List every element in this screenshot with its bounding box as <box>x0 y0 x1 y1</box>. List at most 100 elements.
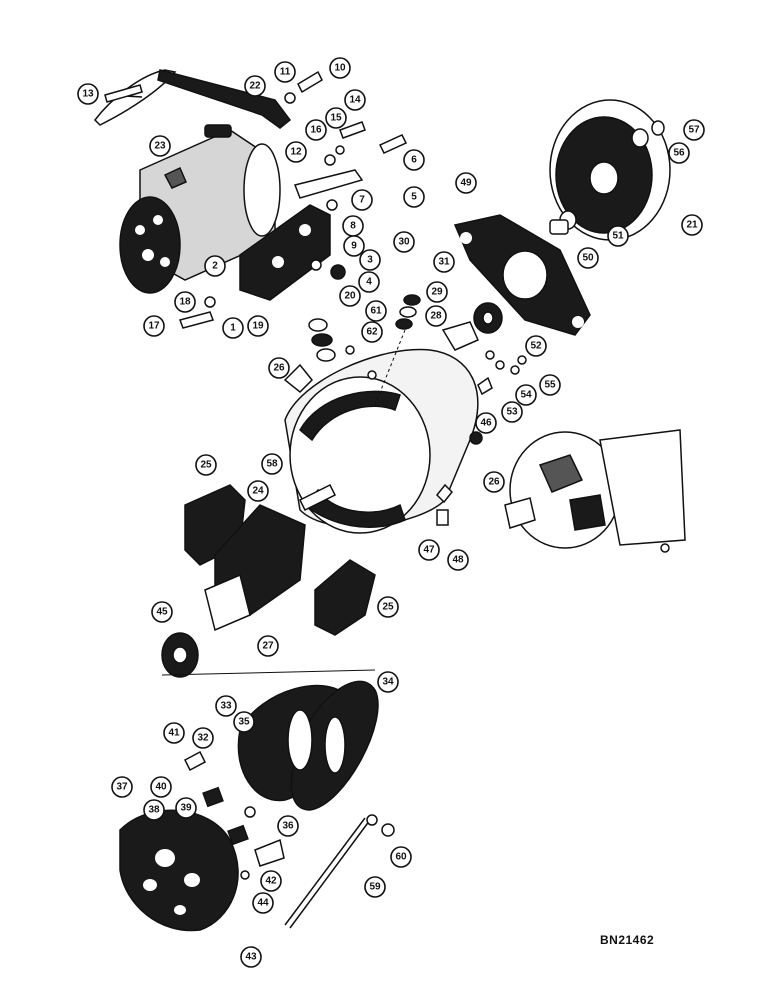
commutator-end-frame <box>119 809 239 932</box>
callout-label: 51 <box>612 231 624 242</box>
callout-35: 35 <box>233 711 255 733</box>
callout-label: 7 <box>359 195 365 206</box>
callout-44: 44 <box>252 892 274 914</box>
callout-43: 43 <box>240 946 262 968</box>
callout-label: 29 <box>431 287 443 298</box>
callout-50: 50 <box>577 247 599 269</box>
callout-3: 3 <box>359 249 381 271</box>
drive-end-frame <box>441 214 591 351</box>
callout-label: 35 <box>238 717 250 728</box>
callout-56: 56 <box>668 142 690 164</box>
callout-label: 45 <box>156 607 168 618</box>
callout-7: 7 <box>351 189 373 211</box>
callout-label: 19 <box>252 321 264 332</box>
callout-60: 60 <box>390 846 412 868</box>
armature <box>161 483 337 678</box>
callout-label: 18 <box>179 297 191 308</box>
callout-11: 11 <box>274 61 296 83</box>
callout-label: 37 <box>116 782 128 793</box>
callout-label: 11 <box>280 67 291 78</box>
callout-6: 6 <box>403 149 425 171</box>
callout-label: 36 <box>282 821 294 832</box>
callout-label: 26 <box>273 363 285 374</box>
callout-36: 36 <box>277 815 299 837</box>
through-bolt <box>284 814 395 929</box>
callout-38: 38 <box>143 799 165 821</box>
callout-label: 56 <box>673 148 685 159</box>
callout-55: 55 <box>539 374 561 396</box>
callout-label: 55 <box>544 380 556 391</box>
callout-10: 10 <box>329 57 351 79</box>
callout-label: 61 <box>370 306 382 317</box>
callout-label: 58 <box>266 459 278 470</box>
callout-label: 52 <box>530 341 542 352</box>
callout-12: 12 <box>285 141 307 163</box>
callout-45: 45 <box>151 601 173 623</box>
callout-23: 23 <box>149 135 171 157</box>
callout-label: 22 <box>249 81 261 92</box>
brush-set <box>184 750 285 880</box>
callout-30: 30 <box>393 231 415 253</box>
callout-label: 54 <box>520 390 532 401</box>
callout-40: 40 <box>150 776 172 798</box>
callout-22: 22 <box>244 75 266 97</box>
callout-label: 13 <box>82 89 94 100</box>
callout-26: 26 <box>483 471 505 493</box>
callout-label: 30 <box>398 237 410 248</box>
commutator-end-assembly <box>504 429 686 553</box>
callout-37: 37 <box>111 776 133 798</box>
bolt-set-top <box>104 70 408 329</box>
callout-label: 24 <box>252 486 264 497</box>
callout-label: 20 <box>344 291 356 302</box>
callout-25: 25 <box>377 596 399 618</box>
callout-9: 9 <box>343 235 365 257</box>
callout-label: 42 <box>265 876 277 887</box>
callout-1: 1 <box>222 317 244 339</box>
callout-2: 2 <box>204 255 226 277</box>
callout-label: 3 <box>367 255 373 266</box>
field-coils <box>161 669 379 811</box>
callout-label: 53 <box>506 407 518 418</box>
pole-shoe-lower <box>314 559 376 636</box>
callout-54: 54 <box>515 384 537 406</box>
callout-label: 44 <box>257 898 269 909</box>
callout-48: 48 <box>447 549 469 571</box>
callout-label: 15 <box>330 113 342 124</box>
callout-49: 49 <box>455 172 477 194</box>
callout-label: 46 <box>480 418 492 429</box>
callout-label: 16 <box>310 125 322 136</box>
callout-label: 23 <box>154 141 166 152</box>
callout-label: 2 <box>212 261 218 272</box>
callout-label: 33 <box>220 701 232 712</box>
callout-47: 47 <box>418 539 440 561</box>
callout-14: 14 <box>344 89 366 111</box>
terminal-stack <box>308 294 421 406</box>
callout-label: 28 <box>430 311 442 322</box>
callout-label: 21 <box>686 220 698 231</box>
callout-58: 58 <box>261 453 283 475</box>
callout-8: 8 <box>342 215 364 237</box>
callout-label: 25 <box>382 602 394 613</box>
callout-46: 46 <box>475 412 497 434</box>
callout-28: 28 <box>425 305 447 327</box>
callout-label: 10 <box>334 63 346 74</box>
hardware-right <box>435 350 527 526</box>
callout-39: 39 <box>175 797 197 819</box>
callout-label: 27 <box>262 641 274 652</box>
callout-label: 50 <box>582 253 594 264</box>
callout-19: 19 <box>247 315 269 337</box>
callout-41: 41 <box>163 722 185 744</box>
generator-housing <box>119 124 281 294</box>
callout-25: 25 <box>195 454 217 476</box>
callout-17: 17 <box>143 315 165 337</box>
callout-59: 59 <box>364 876 386 898</box>
callout-21: 21 <box>681 214 703 236</box>
callout-label: 4 <box>366 277 372 288</box>
callout-label: 43 <box>245 952 257 963</box>
callout-label: 12 <box>290 147 302 158</box>
callout-label: 6 <box>411 155 417 166</box>
callout-34: 34 <box>377 671 399 693</box>
callout-label: 1 <box>230 323 236 334</box>
callout-53: 53 <box>501 401 523 423</box>
callout-label: 8 <box>350 221 356 232</box>
